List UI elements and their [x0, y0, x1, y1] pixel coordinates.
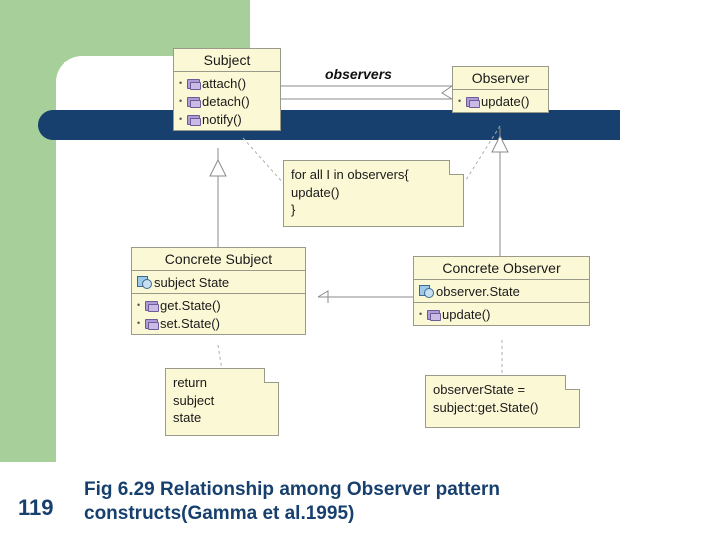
method-lilac-icon — [427, 309, 441, 321]
class-attributes-concrete-observer: observer.State — [414, 280, 589, 303]
bullet-icon: • — [137, 300, 141, 310]
class-title-concrete-observer: Concrete Observer — [414, 257, 589, 280]
bullet-icon: • — [179, 96, 183, 106]
caption-line-2: constructs(Gamma et al.1995) — [84, 502, 355, 524]
note-line: } — [291, 202, 296, 218]
member-label: detach() — [202, 93, 250, 109]
member-row[interactable]: • detach() — [176, 92, 278, 110]
class-attributes-concrete-subject: subject State — [132, 271, 305, 294]
member-label: attach() — [202, 75, 247, 91]
background-navy-bar — [38, 110, 620, 140]
note-line: update() — [291, 184, 340, 200]
member-row[interactable]: • update() — [455, 92, 546, 110]
bullet-icon: • — [179, 114, 183, 124]
class-methods-observer: • update() — [453, 90, 548, 112]
member-row[interactable]: • notify() — [176, 110, 278, 128]
slide-number: 119 — [18, 495, 54, 520]
note-line: subject — [173, 392, 215, 408]
member-label: update() — [442, 306, 491, 322]
class-title-observer: Observer — [453, 67, 548, 90]
member-label: set.State() — [160, 315, 220, 331]
class-methods-concrete-observer: • update() — [414, 303, 589, 325]
attribute-row[interactable]: observer.State — [416, 282, 587, 300]
note-line: return — [173, 375, 207, 390]
class-box-observer[interactable]: Observer • update() — [452, 66, 549, 113]
member-row[interactable]: • attach() — [176, 74, 278, 92]
note-fold-icon — [264, 368, 279, 383]
attribute-label: observer.State — [436, 283, 520, 299]
member-row[interactable]: • update() — [416, 305, 587, 323]
bullet-icon: • — [137, 318, 141, 328]
note-line: state — [173, 410, 202, 426]
background-green-left-band — [0, 0, 64, 462]
member-label: notify() — [202, 111, 242, 127]
note-fold-icon — [565, 375, 580, 390]
note-get-state[interactable]: return subject state — [165, 368, 279, 436]
method-lilac-icon — [187, 78, 201, 90]
class-title-subject: Subject — [174, 49, 280, 72]
method-lilac-icon — [466, 96, 480, 108]
member-label: update() — [481, 93, 530, 109]
class-box-concrete-subject[interactable]: Concrete Subject subject State • get.Sta… — [131, 247, 306, 335]
bullet-icon: • — [419, 309, 423, 319]
class-methods-subject: • attach() • detach() • notify() — [174, 72, 280, 130]
attribute-label: subject State — [154, 274, 230, 290]
class-methods-concrete-subject: • get.State() • set.State() — [132, 294, 305, 334]
attribute-blue-icon — [419, 285, 434, 298]
member-label: get.State() — [160, 297, 221, 313]
member-row[interactable]: • set.State() — [134, 314, 303, 332]
method-lilac-icon — [145, 318, 159, 330]
method-lilac-icon — [187, 114, 201, 126]
note-line: subject:get.State() — [433, 399, 539, 415]
note-notify-body[interactable]: for all I in observers{ update() } — [283, 160, 464, 227]
class-box-subject[interactable]: Subject • attach() • detach() • notify() — [173, 48, 281, 131]
attribute-blue-icon — [137, 276, 152, 289]
class-title-concrete-subject: Concrete Subject — [132, 248, 305, 271]
association-label-observers: observers — [325, 66, 392, 82]
figure-caption: Fig 6.29 Relationship among Observer pat… — [84, 478, 684, 526]
note-line: for all I in observers{ — [291, 167, 409, 182]
attribute-row[interactable]: subject State — [134, 273, 303, 291]
bullet-icon: • — [458, 96, 462, 106]
note-update-body[interactable]: observerState = subject:get.State() — [425, 375, 580, 428]
method-lilac-icon — [187, 96, 201, 108]
member-row[interactable]: • get.State() — [134, 296, 303, 314]
caption-line-1: Fig 6.29 Relationship among Observer pat… — [84, 479, 500, 500]
note-fold-icon — [449, 160, 464, 175]
note-line: observerState = — [433, 382, 526, 397]
bullet-icon: • — [179, 78, 183, 88]
class-box-concrete-observer[interactable]: Concrete Observer observer.State • updat… — [413, 256, 590, 326]
method-lilac-icon — [145, 300, 159, 312]
